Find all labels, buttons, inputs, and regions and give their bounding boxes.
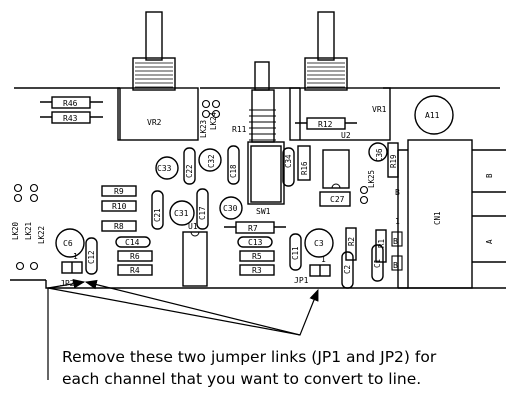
label-jp2: JP2 xyxy=(60,279,75,288)
label-c18: C18 xyxy=(229,164,238,178)
label-c3: C3 xyxy=(314,239,324,248)
label-b-upper: B xyxy=(393,237,398,246)
label-r10: R10 xyxy=(112,202,127,211)
label-lk21: LK21 xyxy=(24,222,33,240)
label-1-mid: 1 xyxy=(395,217,400,226)
potentiometer-vr2 xyxy=(117,11,199,141)
label-c11: C11 xyxy=(291,246,300,260)
label-pin1-jp1: 1 xyxy=(321,255,326,264)
label-r11: R11 xyxy=(232,125,247,134)
label-c17: C17 xyxy=(198,206,207,220)
label-b-mid: B xyxy=(395,188,400,197)
label-vr2: VR2 xyxy=(147,118,162,127)
connector-cn1 xyxy=(397,139,506,289)
label-r6: R6 xyxy=(130,252,140,261)
label-lk22: LK22 xyxy=(37,226,46,244)
label-r46: R46 xyxy=(63,99,78,108)
label-pin1-jp2: 1 xyxy=(73,252,78,261)
label-r19: R19 xyxy=(389,154,398,168)
jumper-outlines xyxy=(61,261,331,277)
instruction-caption: Remove these two jumper links (JP1 and J… xyxy=(62,346,502,390)
board-outline xyxy=(10,87,506,289)
label-cn1: CN1 xyxy=(433,211,442,225)
label-c34: C34 xyxy=(284,154,293,168)
resistor-outlines xyxy=(40,96,399,276)
label-u2: U2 xyxy=(341,131,351,140)
label-r4: R4 xyxy=(130,266,140,275)
arrow-pointers xyxy=(47,279,319,380)
label-r2: R2 xyxy=(347,237,356,246)
label-r7: R7 xyxy=(248,224,258,233)
label-lk25: LK25 xyxy=(367,170,376,188)
diode-markers xyxy=(391,231,403,271)
label-r3: R3 xyxy=(252,266,262,275)
label-c30: C30 xyxy=(223,204,238,213)
potentiometer-vr1 xyxy=(289,11,391,141)
label-c1: C1 xyxy=(373,259,382,268)
label-a11: A11 xyxy=(425,111,440,120)
label-c13: C13 xyxy=(248,238,263,247)
label-a-right: A xyxy=(485,239,494,244)
label-r12: R12 xyxy=(318,120,333,129)
label-jp1: JP1 xyxy=(294,276,309,285)
ic-outlines xyxy=(182,149,351,287)
label-c33: C33 xyxy=(157,164,172,173)
label-c6: C6 xyxy=(63,239,73,248)
caption-line-1: Remove these two jumper links (JP1 and J… xyxy=(62,348,437,366)
label-lk23: LK23 xyxy=(199,120,208,138)
label-r8: R8 xyxy=(114,222,124,231)
label-c12: C12 xyxy=(87,250,96,264)
label-c31: C31 xyxy=(174,209,189,218)
label-b-lower: B xyxy=(393,261,398,270)
label-c2: C2 xyxy=(343,265,352,274)
label-u1: U1 xyxy=(188,222,198,231)
label-c36: C36 xyxy=(375,148,384,162)
label-lk24: LK24 xyxy=(209,111,218,130)
label-lk20: LK20 xyxy=(11,221,20,240)
label-b-right: B xyxy=(485,173,494,178)
caption-line-2: each channel that you want to convert to… xyxy=(62,370,422,388)
label-r16: R16 xyxy=(300,161,309,175)
label-r5: R5 xyxy=(252,252,262,261)
label-r1: R1 xyxy=(377,239,386,248)
link-pads xyxy=(13,99,369,271)
label-r9: R9 xyxy=(114,187,124,196)
switch-sw1 xyxy=(247,61,285,205)
label-r43: R43 xyxy=(63,114,78,123)
label-c21: C21 xyxy=(153,208,162,222)
label-sw1: SW1 xyxy=(256,207,271,216)
label-c27: C27 xyxy=(330,195,345,204)
label-c14: C14 xyxy=(125,238,140,247)
label-c22: C22 xyxy=(185,164,194,178)
capacitor-outlines xyxy=(55,95,454,289)
label-vr1: VR1 xyxy=(372,105,387,114)
label-c32: C32 xyxy=(207,154,216,168)
